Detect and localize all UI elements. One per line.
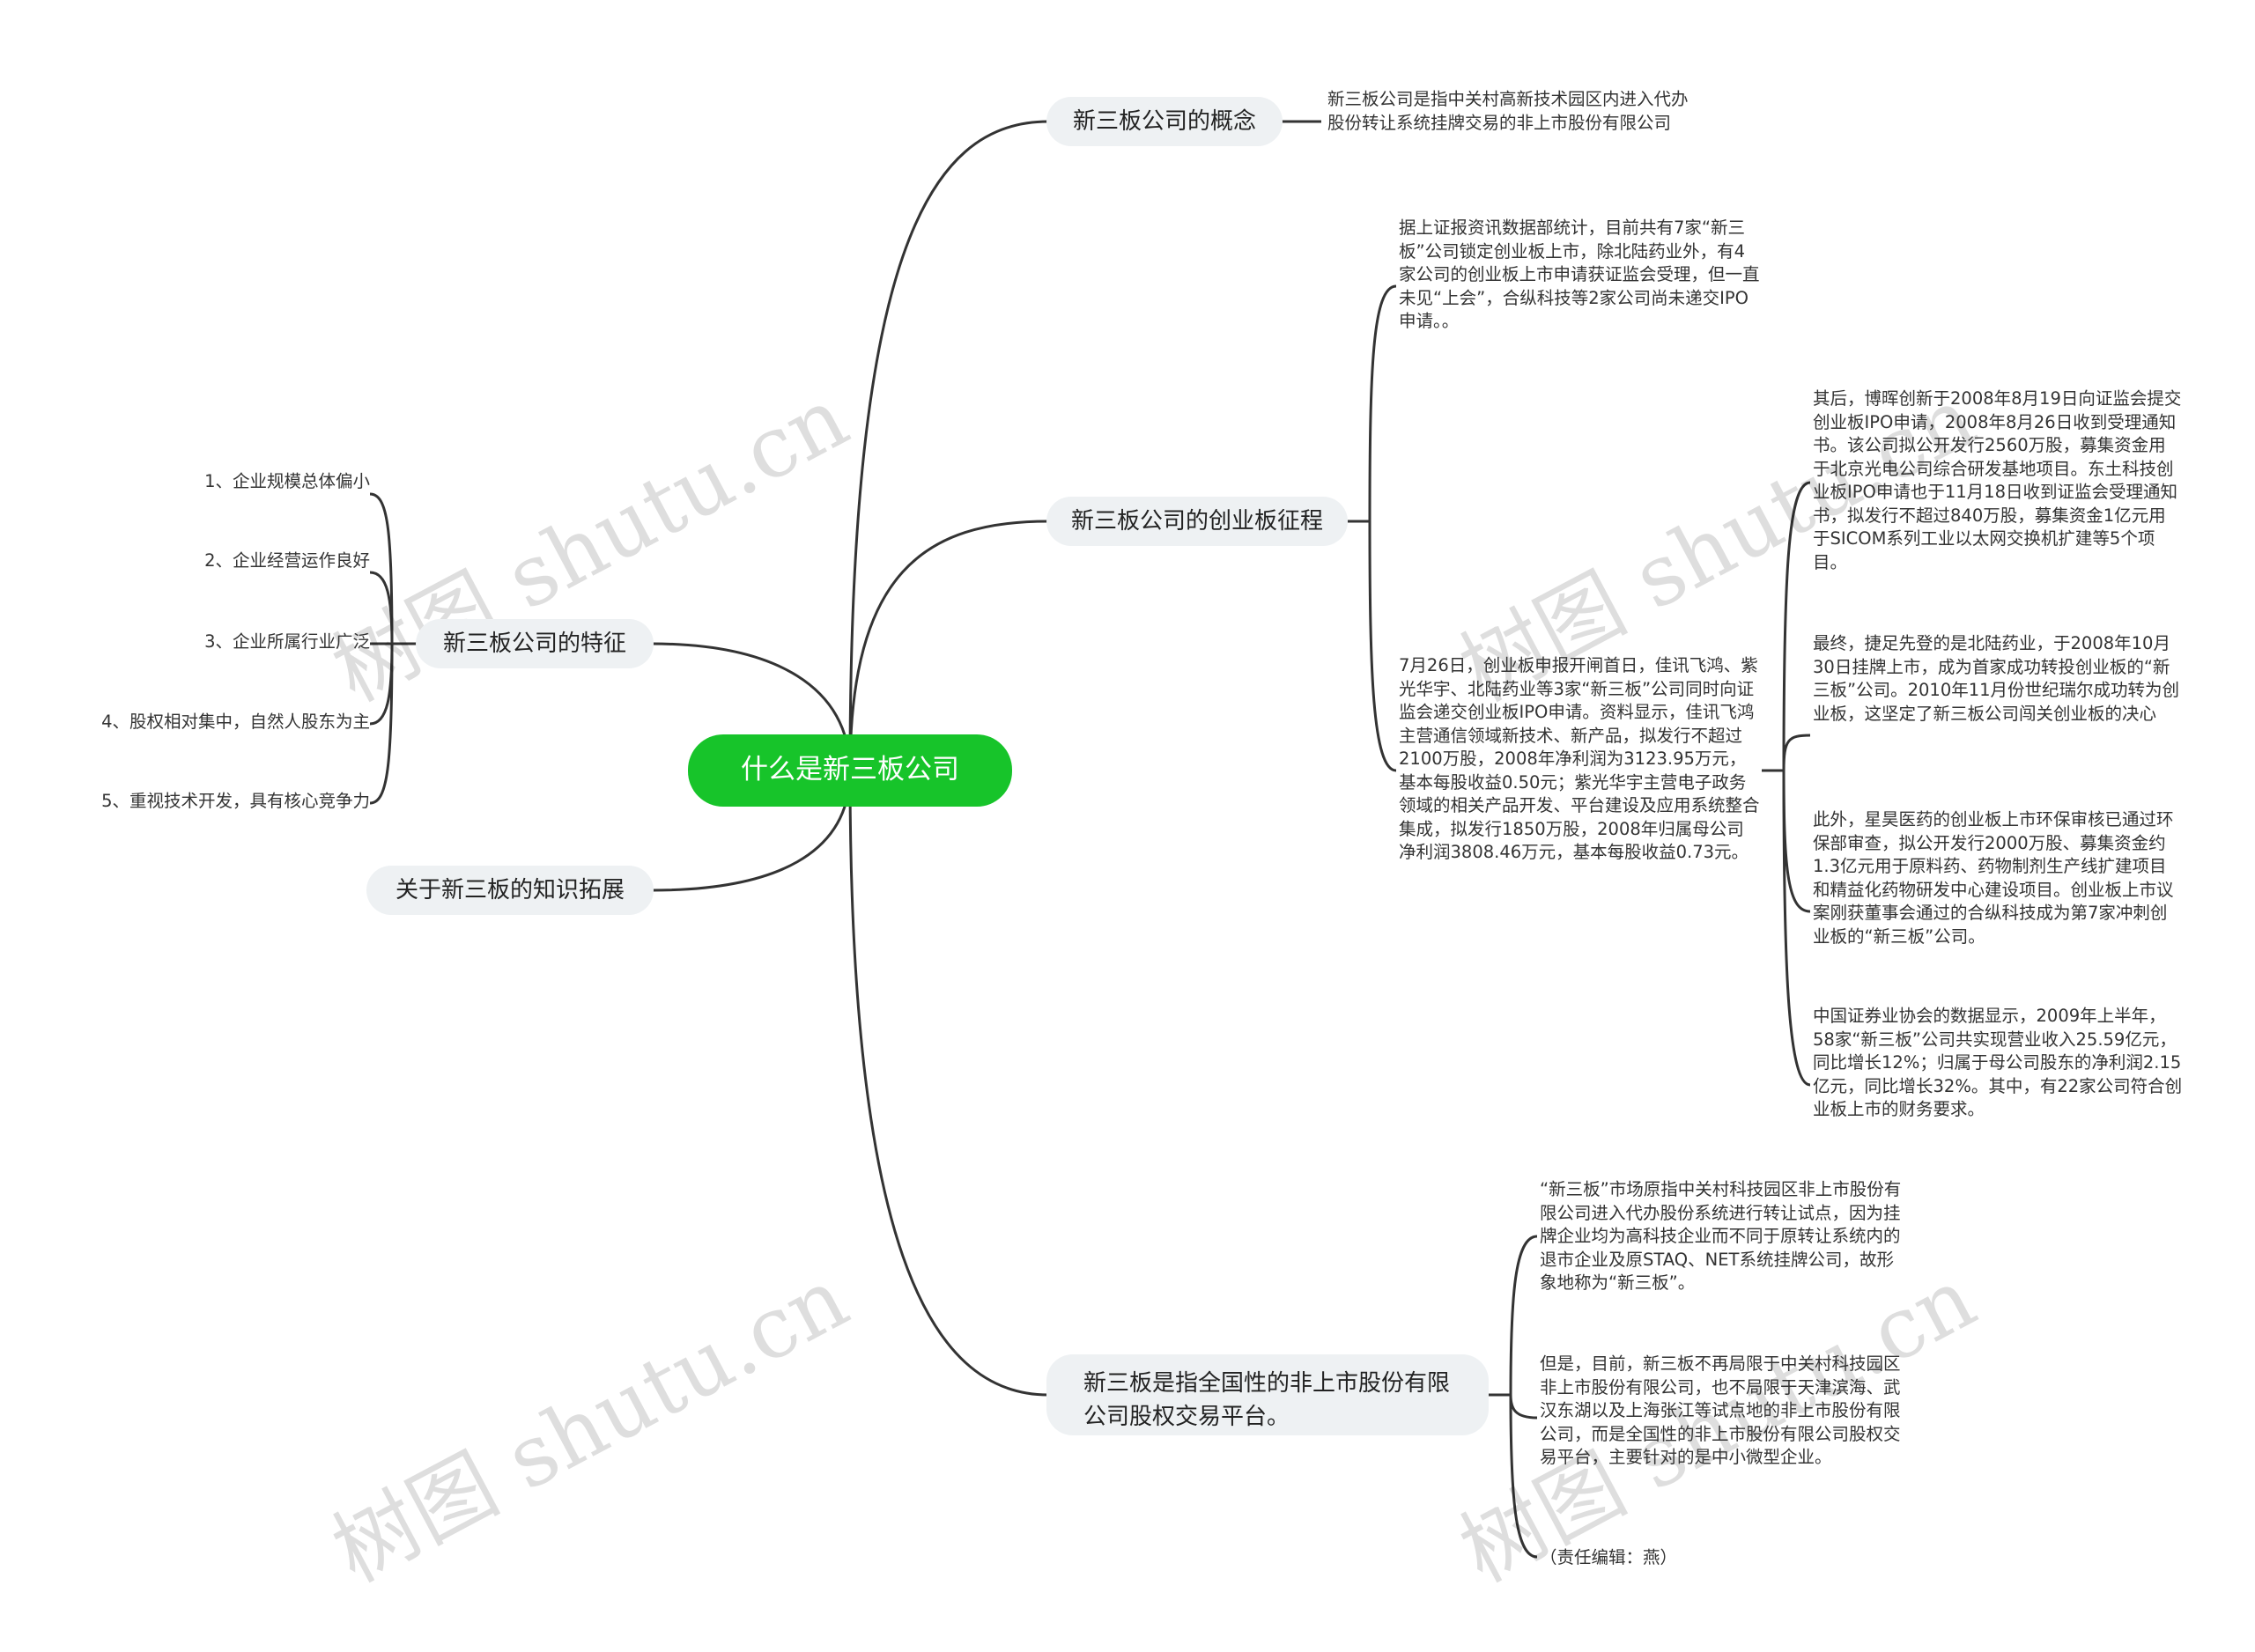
link-item2-sub3 [1782,770,1811,913]
branch-extend[interactable]: 关于新三板的知识拓展 [366,866,654,915]
link-item2-sub1 [1782,481,1811,771]
traits-item-2: 2、企业经营运作良好 [204,550,370,571]
gem-subitem-4: 中国证券业协会的数据显示，2009年上半年，58家“新三板”公司共实现营业收入2… [1813,1006,2183,1119]
link-traits-item4 [369,643,394,726]
platform-item-3: （责任编辑：燕） [1540,1547,1678,1567]
link-gem-item2 [1368,520,1397,772]
link-traits-item1 [369,492,394,645]
concept-text: 新三板公司是指中关村高新技术园区内进入代办股份转让系统挂牌交易的非上市股份有限公… [1327,89,1689,133]
traits-item-5: 5、重视技术开发，具有核心竞争力 [101,791,370,811]
branch-traits[interactable]: 新三板公司的特征 [416,619,654,668]
link-gem-item1 [1368,284,1397,522]
traits-item-1: 1、企业规模总体偏小 [204,471,370,491]
gem-subitem-2: 最终，捷足先登的是北陆药业，于2008年10月30日挂牌上市，成为首家成功转投创… [1813,633,2180,724]
link-traits-item2 [369,571,394,645]
branch-gem[interactable]: 新三板公司的创业板征程 [1046,497,1348,546]
platform-item-1: “新三板”市场原指中关村科技园区非上市股份有限公司进入代办股份系统进行转让试点，… [1540,1179,1902,1293]
link-platform-item3 [1509,1394,1538,1559]
link-item2-sub4 [1782,770,1811,1087]
link-platform-item2 [1509,1394,1538,1420]
link-platform-item1 [1509,1235,1538,1396]
traits-item-4: 4、股权相对集中，自然人股东为主 [101,712,370,732]
gem-item-2: 7月26日，创业板申报开闸首日，佳讯飞鸿、紫光华宇、北陆药业等3家“新三板”公司… [1399,655,1760,862]
branch-platform[interactable]: 新三板是指全国性的非上市股份有限公司股权交易平台。 [1046,1354,1489,1435]
gem-item-1: 据上证报资讯数据部统计，目前共有7家“新三板”公司锁定创业板上市，除北陆药业外，… [1399,218,1760,331]
root-topic[interactable]: 什么是新三板公司 [688,734,1012,807]
link-item2-sub2 [1782,734,1811,771]
gem-subitem-3: 此外，星昊医药的创业板上市环保审核已通过环保部审查，拟公开发行2000万股、募集… [1813,809,2174,947]
link-root-gem [848,520,1049,772]
gem-subitem-1: 其后，博晖创新于2008年8月19日向证监会提交创业板IPO申请，2008年8月… [1813,388,2182,572]
link-root-concept [848,120,1049,772]
traits-item-3: 3、企业所属行业广泛 [204,631,370,652]
link-root-platform [848,771,1049,1397]
link-traits-item5 [369,643,394,805]
branch-concept[interactable]: 新三板公司的概念 [1046,97,1283,146]
platform-item-2: 但是，目前，新三板不再局限于中关村科技园区非上市股份有限公司，也不局限于天津滨海… [1540,1353,1901,1467]
